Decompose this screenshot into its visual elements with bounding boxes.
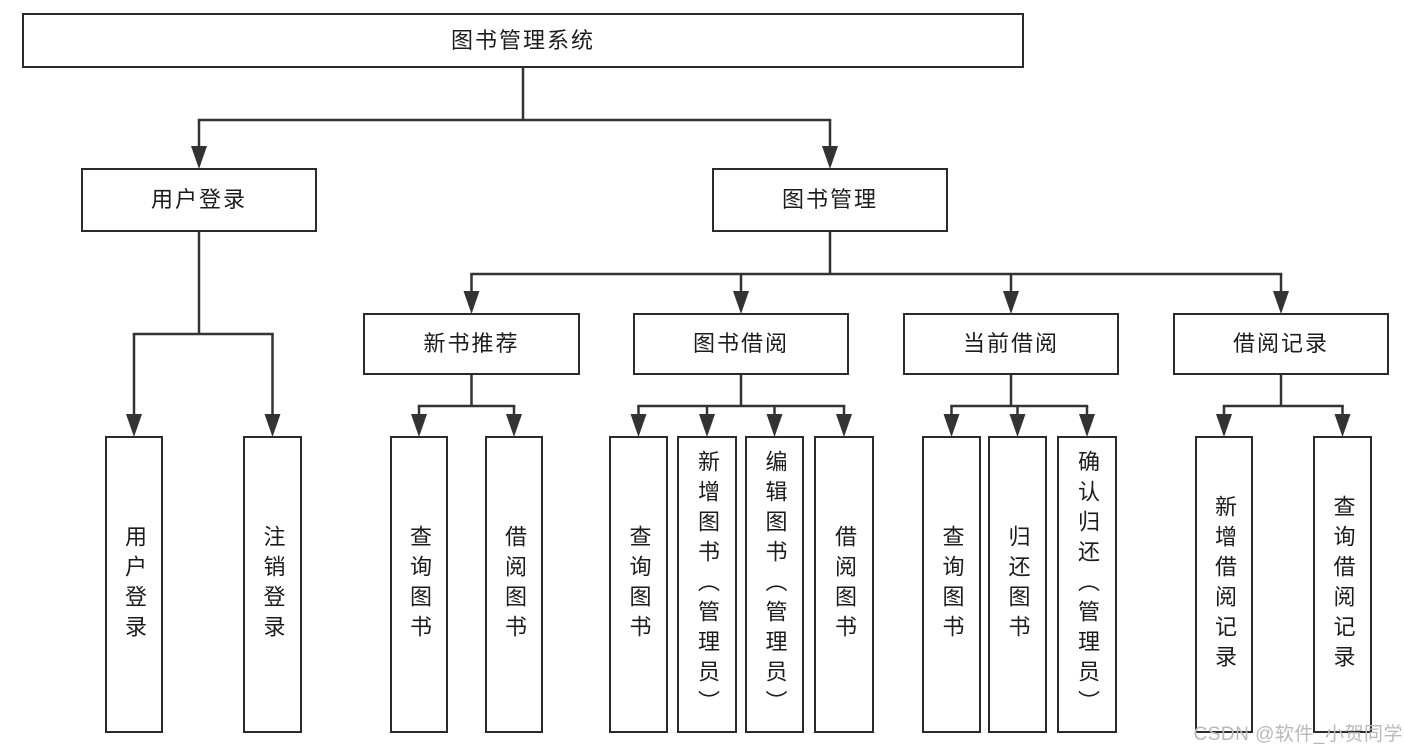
arrow-down-icon (126, 414, 142, 437)
arrow-down-icon (943, 414, 960, 437)
node-label: 用户登录 (122, 524, 147, 645)
node-label: 借阅记录 (1232, 331, 1329, 356)
node-label: 用户登录 (150, 187, 247, 212)
arrow-down-icon (1216, 414, 1232, 437)
arrow-down-icon (411, 414, 427, 437)
node-query-borrow-record: 查询借阅记录 (1313, 436, 1372, 733)
node-label: 借阅图书 (502, 524, 527, 645)
node-current-borrowing: 当前借阅 (903, 313, 1119, 375)
node-label: 注销登录 (260, 524, 286, 645)
node-confirm-return-admin: 确认归还（管理员） (1057, 436, 1117, 733)
arrow-down-icon (699, 414, 715, 437)
node-edit-book-admin: 编辑图书（管理员） (745, 436, 804, 733)
node-borrow-book-2: 借阅图书 (814, 436, 874, 733)
arrow-down-icon (733, 291, 749, 314)
node-label: 归还图书 (1005, 524, 1031, 645)
node-label: 查询图书 (407, 524, 432, 645)
arrow-down-icon (836, 414, 852, 437)
node-book-borrowing: 图书借阅 (633, 313, 849, 375)
node-query-book-3: 查询图书 (922, 436, 981, 733)
node-library-system: 图书管理系统 (22, 13, 1024, 68)
node-label: 查询图书 (626, 524, 652, 645)
node-user-login: 用户登录 (105, 436, 163, 733)
arrow-down-icon (630, 414, 647, 437)
node-label: 当前借阅 (962, 331, 1059, 356)
watermark: CSDN @软件_小贺同学 (1193, 724, 1403, 745)
node-label: 新增图书（管理员） (695, 449, 720, 720)
node-label: 新增借阅记录 (1212, 494, 1237, 675)
arrow-down-icon (1334, 414, 1351, 437)
node-new-book-recommend: 新书推荐 (363, 313, 580, 375)
node-return-book: 归还图书 (988, 436, 1047, 733)
node-label: 确认归还（管理员） (1075, 449, 1100, 720)
arrow-down-icon (191, 146, 207, 169)
node-label: 编辑图书（管理员） (762, 449, 788, 720)
node-label: 查询借阅记录 (1330, 494, 1356, 675)
arrow-down-icon (506, 414, 522, 437)
node-add-book-admin: 新增图书（管理员） (677, 436, 737, 733)
arrow-down-icon (1009, 414, 1026, 437)
node-add-borrow-record: 新增借阅记录 (1195, 436, 1253, 733)
node-query-book-2: 查询图书 (609, 436, 668, 733)
node-user-login-module: 用户登录 (81, 168, 317, 232)
node-logout: 注销登录 (243, 436, 302, 733)
arrow-down-icon (1003, 291, 1019, 314)
node-borrowing-records: 借阅记录 (1173, 313, 1389, 375)
arrow-down-icon (766, 414, 783, 437)
node-label: 图书管理 (781, 187, 878, 212)
node-label: 查询图书 (939, 524, 965, 645)
arrow-down-icon (264, 414, 281, 437)
arrow-down-icon (822, 146, 838, 169)
arrow-down-icon (463, 291, 480, 314)
arrow-down-icon (1079, 414, 1095, 437)
node-label: 图书借阅 (692, 331, 789, 356)
node-label: 新书推荐 (423, 331, 520, 356)
node-book-management: 图书管理 (712, 168, 948, 232)
node-query-book-1: 查询图书 (390, 436, 448, 733)
node-borrow-book-1: 借阅图书 (485, 436, 543, 733)
node-label: 借阅图书 (832, 524, 857, 645)
node-label: 图书管理系统 (450, 27, 595, 53)
arrow-down-icon (1273, 291, 1289, 314)
